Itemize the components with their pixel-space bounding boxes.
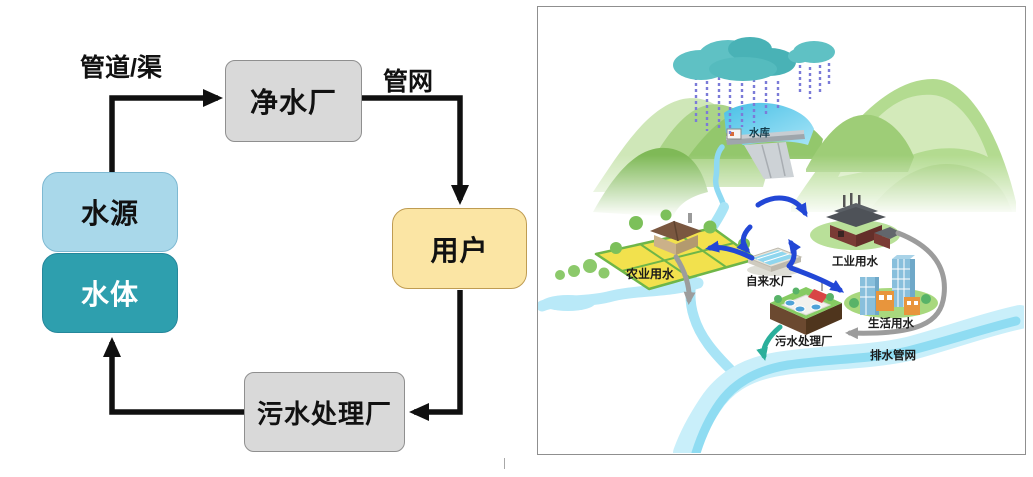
factory-icon (810, 193, 902, 250)
water-system-illustration: 水库 农业用水 自来水厂 工业用水 生活用水 污水处理厂 排水管网 (537, 6, 1026, 455)
dam-icon (726, 128, 805, 179)
node-purification-plant: 净水厂 (225, 60, 362, 142)
label-sewage-treatment-plant: 污水处理厂 (775, 336, 833, 348)
rain-icon (694, 63, 831, 135)
trees (555, 259, 610, 280)
node-water-source: 水源 (42, 172, 178, 252)
node-water-body: 水体 (42, 253, 178, 333)
cloud-icon (673, 37, 835, 81)
arrow-pool-to-industry (786, 238, 801, 269)
label-agricultural-water: 农业用水 (626, 267, 675, 281)
label-domestic-water: 生活用水 (868, 318, 914, 330)
arrow-user-to-sewage (409, 290, 463, 421)
sewage-plant-icon (770, 279, 842, 335)
supply-arrows (705, 195, 845, 293)
city-icon (844, 255, 938, 318)
label-tap-water-plant: 自来水厂 (746, 276, 792, 288)
text-cursor-tick (504, 458, 505, 469)
arrow-pool-to-city (788, 265, 845, 293)
drainage-arrows (673, 230, 947, 340)
node-user: 用户 (392, 208, 527, 289)
label-drainage-network: 排水管网 (870, 350, 916, 362)
label-industrial-water: 工业用水 (832, 256, 878, 268)
arrow-pool-to-farm (705, 240, 755, 261)
arrow-drainage-loop (845, 230, 947, 340)
arrow-purification-to-user (362, 95, 469, 205)
illustration-canvas (538, 37, 1024, 453)
arrow-sewage-to-river (756, 324, 783, 361)
arrow-source-to-purification (109, 89, 223, 178)
mountains (588, 79, 1018, 217)
edge-label-pipe-channel: 管道/渠 (80, 54, 162, 82)
stream-from-dam (712, 144, 727, 210)
flow-diagram: 净水厂 水源 水体 用户 污水处理厂 管道/渠 管网 (42, 54, 527, 452)
arrow-farm-to-river (673, 254, 696, 305)
arrow-sewage-to-body (103, 337, 244, 415)
arrow-river-to-industry (755, 195, 808, 218)
arrow-river-to-pool (736, 224, 753, 254)
edge-label-pipe-network: 管网 (383, 68, 434, 96)
node-sewage-plant: 污水处理厂 (244, 372, 405, 452)
label-reservoir: 水库 (749, 127, 770, 139)
